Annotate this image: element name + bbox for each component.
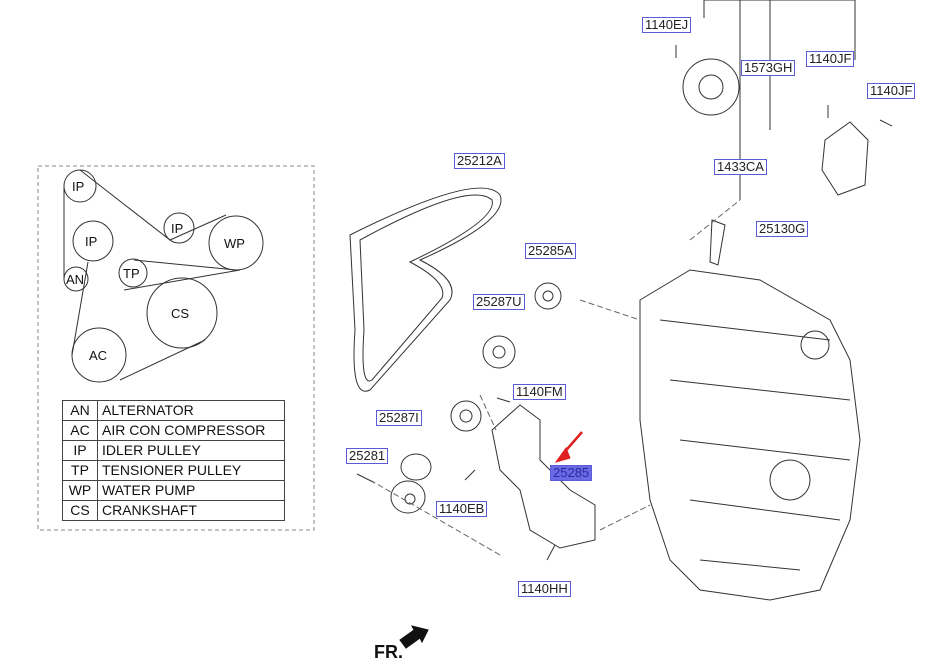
part-label-25281[interactable]: 25281 [346,448,389,464]
pulley-label: TP [123,266,140,281]
part-label-25287I[interactable]: 25287I [376,410,422,426]
part-label-1140JF[interactable]: 1140JF [806,51,855,67]
part-label-25285A[interactable]: 25285A [525,243,576,259]
legend-code: AC [62,420,98,441]
part-label-1140JF[interactable]: 1140JF [867,83,916,99]
part-label-1140HH[interactable]: 1140HH [518,581,571,597]
part-label-1140FM[interactable]: 1140FM [513,384,566,400]
legend-name: WATER PUMP [97,480,285,501]
pulley-label: AN [66,272,85,287]
pulley-label: IP [72,179,85,194]
engine-block [639,269,861,601]
legend-code: IP [62,440,98,461]
legend-name: AIR CON COMPRESSOR [97,420,285,441]
legend-code: AN [62,400,98,421]
part-label-25287U[interactable]: 25287U [473,294,525,310]
part-label-1140EJ[interactable]: 1140EJ [642,17,692,33]
drive-belt [349,187,502,392]
part-label-25285-highlighted[interactable]: 25285 [550,465,593,481]
part-label-1140EB[interactable]: 1140EB [436,501,488,517]
legend-code: TP [62,460,98,481]
belt-diagram-frame [37,165,315,531]
legend-name: TENSIONER PULLEY [97,460,285,481]
part-label-25212A[interactable]: 25212A [454,153,505,169]
legend-name: CRANKSHAFT [97,500,285,521]
part-label-1573GH[interactable]: 1573GH [741,60,796,76]
legend-code: WP [62,480,98,501]
water-pump [821,121,869,196]
idler-pulley-25287I [450,400,482,432]
part-label-1433CA[interactable]: 1433CA [714,159,767,175]
pulley-label: AC [89,348,108,363]
part-label-25130G[interactable]: 25130G [756,221,809,237]
legend-code: CS [62,500,98,521]
legend-name: ALTERNATOR [97,400,285,421]
water-pump-pulley [682,58,740,116]
pulley-label: WP [224,236,245,251]
pulley-label: IP [171,221,184,236]
pulley-label: CS [171,306,190,321]
front-direction-arrow-icon [399,625,429,649]
idler-pulley-25287U [482,335,516,369]
idler-pulley-25285A [534,282,562,310]
gasket-25130G [709,219,726,266]
front-direction-label: FR. [374,642,403,662]
belt-routing [63,169,264,383]
bracket-25285 [491,404,596,549]
legend-name: IDLER PULLEY [97,440,285,461]
pulley-label: IP [85,234,98,249]
